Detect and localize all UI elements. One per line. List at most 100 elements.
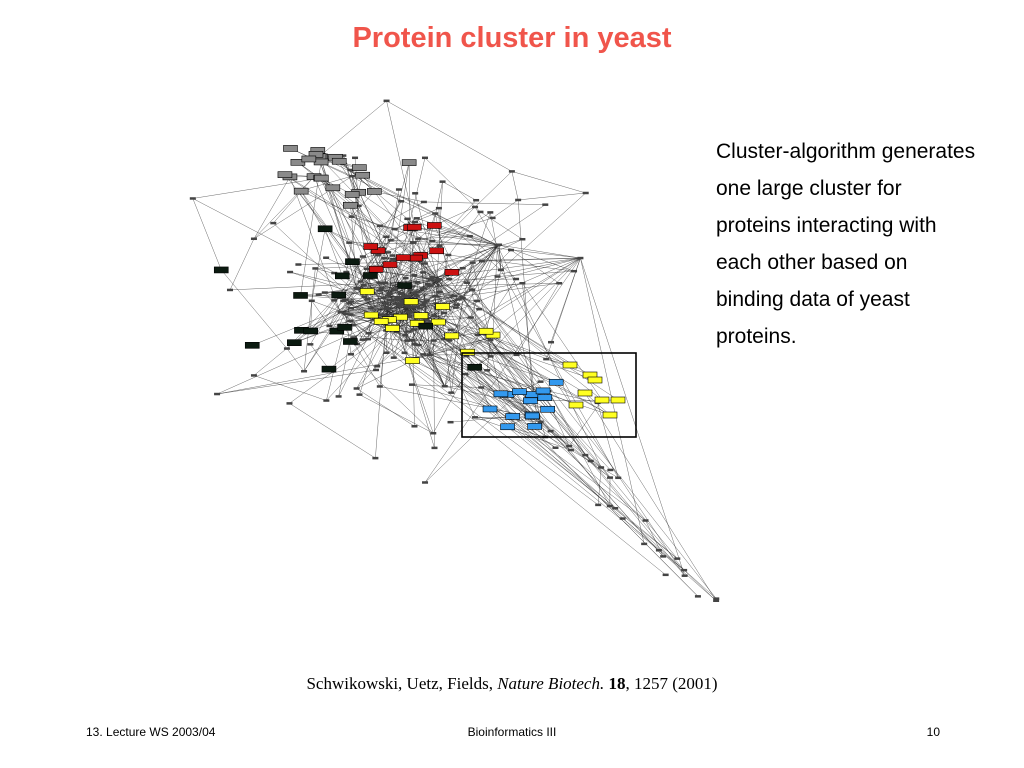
protein-node [340,154,347,157]
protein-node [414,281,421,284]
network-edge [485,331,502,394]
protein-node [404,339,411,342]
network-edge [289,328,393,404]
protein-node [287,339,302,346]
network-edge [374,191,424,203]
protein-node [364,337,371,341]
protein-node [607,468,614,472]
network-edge [439,291,494,336]
protein-node [582,191,589,195]
protein-node [451,294,458,298]
protein-node [430,339,437,342]
protein-node [343,338,358,345]
protein-node [497,268,504,272]
protein-node [287,270,294,274]
protein-node [577,256,584,260]
protein-node [400,299,407,303]
protein-node [342,312,349,316]
protein-node [359,288,375,295]
protein-node [436,277,443,281]
protein-node [441,385,448,388]
protein-node [283,347,290,350]
protein-node [487,338,494,342]
network-edge [455,276,498,308]
protein-node [403,298,419,305]
protein-node [382,302,389,305]
network-edge [412,245,498,361]
network-edge [497,270,575,277]
citation-journal: Nature Biotech. [497,674,605,693]
network-edge [350,354,434,434]
protein-node [368,265,384,273]
network-edge [310,300,335,332]
protein-node [436,290,443,294]
protein-node [363,272,378,279]
protein-node [432,212,439,215]
protein-node [343,270,350,274]
network-edge [379,386,537,418]
protein-node [406,223,422,231]
protein-node [213,266,229,274]
protein-node [607,476,614,479]
protein-node [432,294,439,298]
citation-pages-year: , 1257 (2001) [625,674,718,693]
protein-node [444,269,460,276]
network-edge [311,300,330,327]
network-edge [497,245,602,468]
network-edge [490,212,502,270]
protein-node [308,299,315,303]
network-edge [359,394,434,434]
protein-node [313,174,329,182]
protein-node [494,275,501,278]
protein-node [405,305,412,308]
network-edge [424,157,481,213]
protein-node [426,353,433,357]
network-edge [318,100,387,157]
protein-node [325,184,341,192]
network-edge [315,154,498,246]
protein-node [641,542,648,546]
protein-node [374,365,381,368]
protein-node [513,277,520,281]
protein-node [412,192,419,195]
protein-node [347,168,354,172]
protein-node [244,342,260,349]
protein-node [446,277,453,281]
protein-node [427,284,434,287]
network-edge [518,192,586,201]
protein-node [445,253,452,257]
network-edge [376,240,391,270]
protein-node [484,369,491,372]
network-edge [379,225,581,259]
protein-node [527,423,542,430]
network-edge [511,171,519,201]
protein-node [383,99,390,103]
protein-node [313,158,329,166]
network-edge [516,283,560,355]
network-edge [512,416,556,448]
protein-node [376,281,383,284]
protein-node [519,281,526,285]
protein-node [642,519,649,522]
protein-node [582,453,589,457]
network-edge [338,294,387,310]
protein-node [469,261,476,264]
network-edge [386,100,513,172]
protein-node [493,390,509,398]
network-edge [449,245,498,341]
protein-node [571,269,578,273]
protein-node [355,204,362,208]
protein-node [375,313,382,317]
protein-node [537,394,553,401]
network-edge [443,257,581,340]
protein-node [359,255,366,258]
protein-node [401,303,408,307]
protein-node [407,288,414,291]
network-edge [387,295,646,521]
protein-node [448,391,455,394]
protein-node [329,327,345,335]
network-edge [358,192,411,228]
footer-page-number: 10 [926,725,940,739]
network-edge [284,174,409,332]
network-edge [367,315,372,340]
